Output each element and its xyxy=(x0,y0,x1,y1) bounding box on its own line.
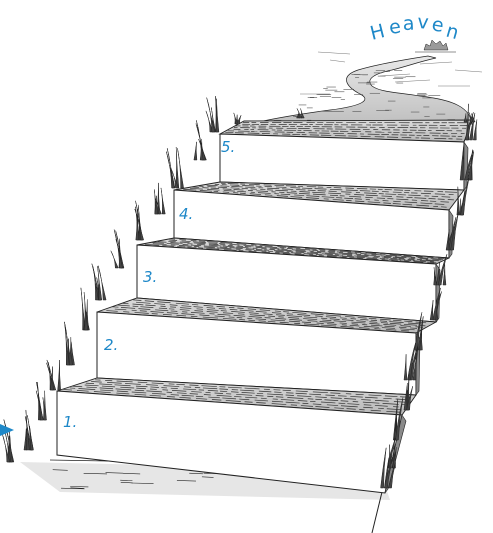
step-5 xyxy=(220,120,472,190)
heaven-letter: a xyxy=(402,13,414,35)
step-label-2: 2. xyxy=(104,336,118,354)
arrow-right-icon xyxy=(0,424,14,436)
heaven-letter: e xyxy=(388,16,403,39)
heaven-letter: H xyxy=(368,20,387,45)
step-label-1: 1. xyxy=(63,413,77,431)
heaven-letter: n xyxy=(444,20,462,44)
step-label-4: 4. xyxy=(179,205,193,223)
heaven-letter: v xyxy=(417,11,430,34)
step-label-3: 3. xyxy=(143,268,157,286)
stairs xyxy=(57,120,472,493)
step-label-5: 5. xyxy=(221,138,235,156)
winding-road xyxy=(234,52,482,128)
riser xyxy=(220,134,464,190)
heaven-letter: e xyxy=(430,13,445,37)
